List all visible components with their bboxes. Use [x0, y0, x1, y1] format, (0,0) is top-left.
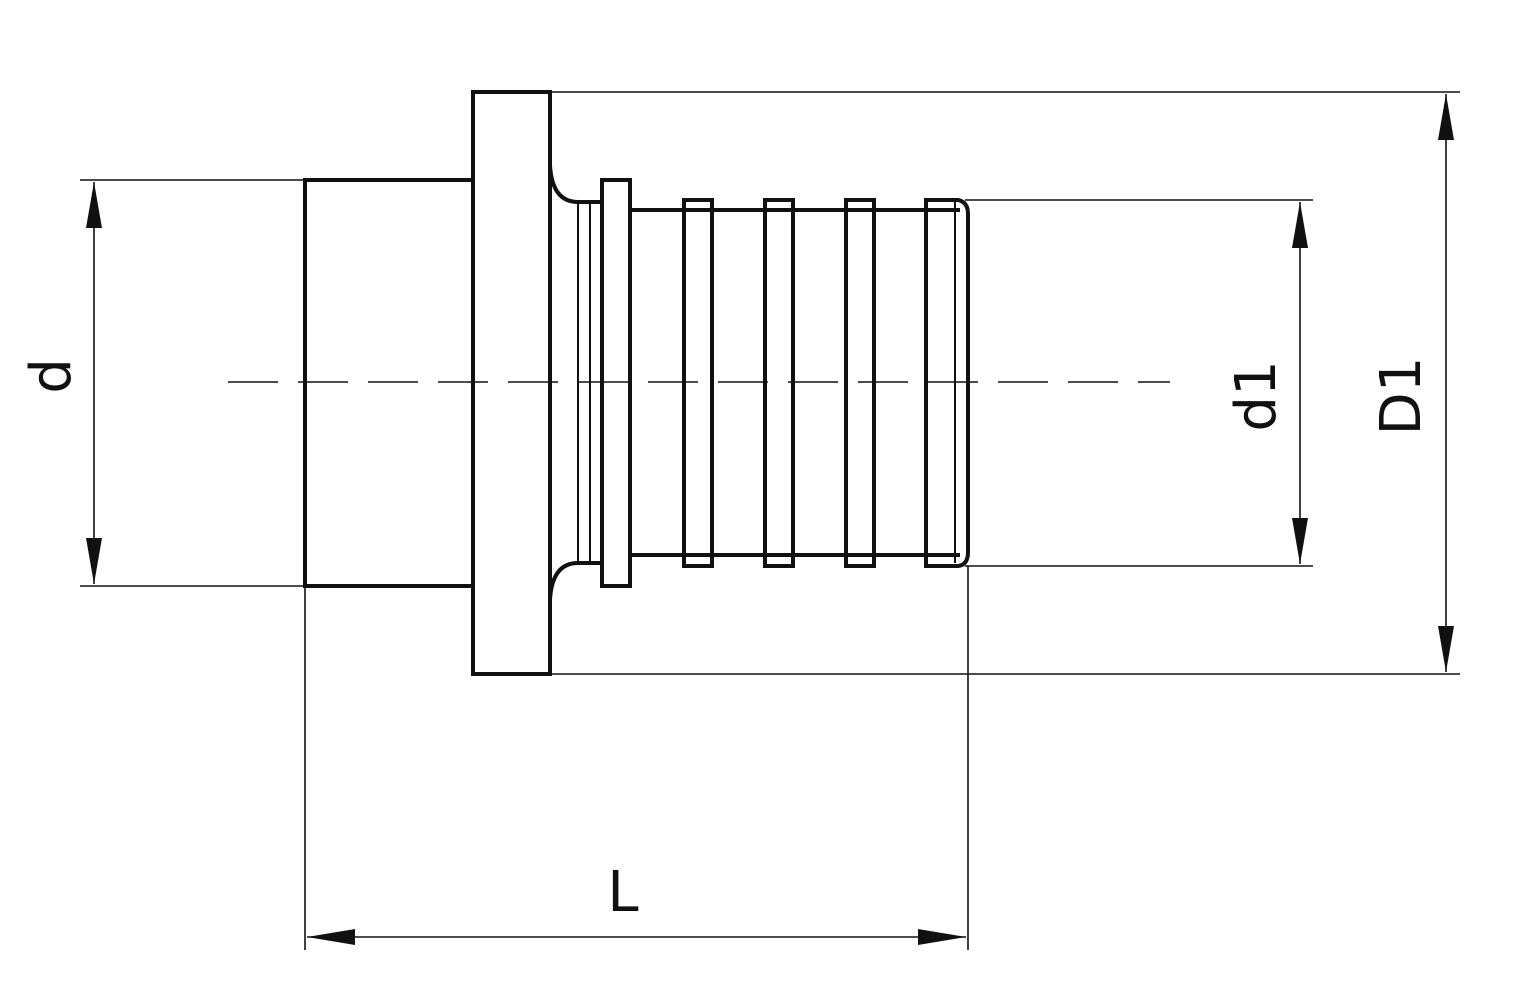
flange — [471, 90, 552, 676]
arrow-d-bottom — [86, 538, 102, 584]
neck-fillet-bottom — [548, 561, 602, 601]
arrow-D1-top — [1438, 94, 1454, 140]
label-d1: d1 — [1224, 360, 1289, 431]
collar — [600, 178, 632, 588]
rib-end — [924, 198, 970, 568]
arrow-d-top — [86, 182, 102, 228]
label-D1: D1 — [1369, 357, 1434, 436]
socket-body — [303, 178, 475, 588]
arrow-d1-bottom — [1292, 518, 1308, 564]
arrow-d1-top — [1292, 202, 1308, 248]
rib-1 — [682, 198, 714, 568]
neck-fillet-top — [548, 164, 602, 204]
rib-2 — [763, 198, 795, 568]
label-L: L — [607, 860, 638, 925]
arrow-L-left — [307, 929, 355, 945]
label-d: d — [19, 358, 84, 394]
rib-3 — [844, 198, 876, 568]
arrow-D1-bottom — [1438, 626, 1454, 672]
arrow-L-right — [918, 929, 966, 945]
